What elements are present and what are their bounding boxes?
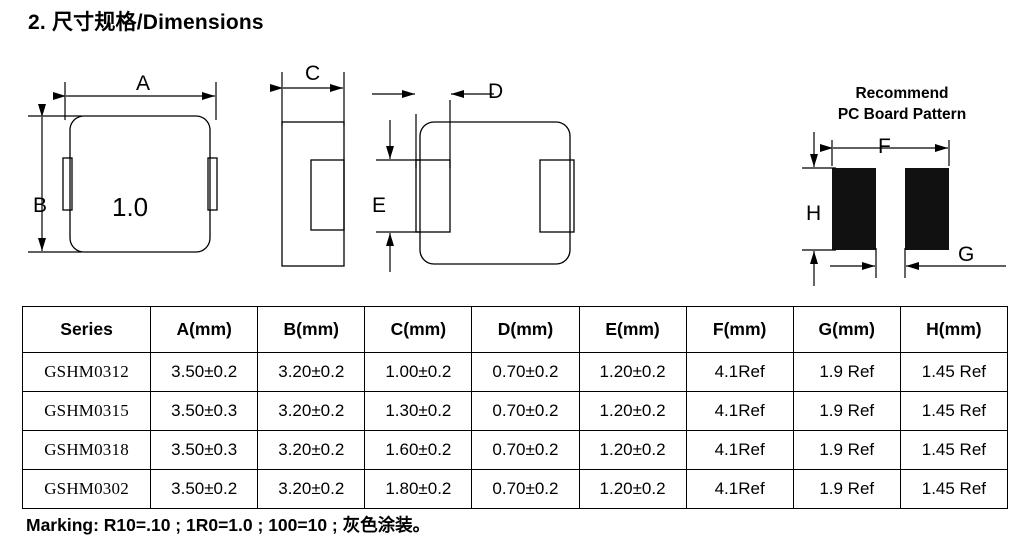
- cell-b: 3.20±0.2: [257, 391, 366, 431]
- cell-f: 4.1Ref: [685, 430, 794, 470]
- table-row: GSHM0302 3.50±0.2 3.20±0.2 1.80±0.2 0.70…: [21, 469, 1009, 509]
- cell-b: 3.20±0.2: [257, 469, 366, 509]
- pcb-pad-right: [905, 168, 949, 250]
- cell-g: 1.9 Ref: [792, 469, 901, 509]
- cell-f: 4.1Ref: [685, 391, 794, 431]
- col-header-c: C(mm): [364, 306, 473, 353]
- pcb-pattern-figure: [802, 132, 1006, 286]
- col-header-d: D(mm): [471, 306, 580, 353]
- dim-label-c: C: [305, 62, 321, 85]
- cell-series: GSHM0318: [21, 430, 152, 470]
- cell-a: 3.50±0.3: [150, 391, 259, 431]
- cell-e: 1.20±0.2: [578, 391, 687, 431]
- cell-c: 1.00±0.2: [364, 352, 473, 392]
- dim-label-g: G: [958, 243, 975, 266]
- pcb-pad-left: [832, 168, 876, 250]
- cell-f: 4.1Ref: [685, 469, 794, 509]
- table-row: GSHM0318 3.50±0.3 3.20±0.2 1.60±0.2 0.70…: [21, 430, 1009, 470]
- cell-d: 0.70±0.2: [471, 352, 580, 392]
- cell-c: 1.60±0.2: [364, 430, 473, 470]
- cell-e: 1.20±0.2: [578, 430, 687, 470]
- cell-series: GSHM0315: [21, 391, 152, 431]
- cell-c: 1.30±0.2: [364, 391, 473, 431]
- col-header-h: H(mm): [899, 306, 1009, 353]
- top-view-figure: [28, 82, 218, 253]
- table-row: GSHM0312 3.50±0.2 3.20±0.2 1.00±0.2 0.70…: [21, 352, 1009, 392]
- cell-h: 1.45 Ref: [899, 352, 1009, 392]
- side-view-figure: [270, 72, 345, 267]
- col-header-b: B(mm): [257, 306, 366, 353]
- col-header-series: Series: [21, 306, 152, 353]
- cell-e: 1.20±0.2: [578, 469, 687, 509]
- cell-h: 1.45 Ref: [899, 469, 1009, 509]
- dim-label-h: H: [806, 202, 822, 225]
- cell-b: 3.20±0.2: [257, 430, 366, 470]
- cell-series: GSHM0312: [21, 352, 152, 392]
- pcb-heading-line1: Recommend: [855, 85, 949, 102]
- cell-a: 3.50±0.2: [150, 469, 259, 509]
- dim-label-f: F: [878, 135, 891, 158]
- dim-label-b: B: [33, 194, 48, 217]
- page-title: 2. 尺寸规格/Dimensions: [28, 11, 264, 34]
- table-row: GSHM0315 3.50±0.3 3.20±0.2 1.30±0.2 0.70…: [21, 391, 1009, 431]
- cell-d: 0.70±0.2: [471, 430, 580, 470]
- dim-label-e: E: [372, 194, 387, 217]
- dim-label-d: D: [488, 80, 504, 103]
- dimensions-table: Series A(mm) B(mm) C(mm) D(mm) E(mm) F(m…: [21, 306, 1009, 509]
- cell-h: 1.45 Ref: [899, 391, 1009, 431]
- cell-a: 3.50±0.2: [150, 352, 259, 392]
- cell-c: 1.80±0.2: [364, 469, 473, 509]
- cell-e: 1.20±0.2: [578, 352, 687, 392]
- cell-h: 1.45 Ref: [899, 430, 1009, 470]
- cell-g: 1.9 Ref: [792, 352, 901, 392]
- col-header-g: G(mm): [792, 306, 901, 353]
- cell-b: 3.20±0.2: [257, 352, 366, 392]
- dim-label-a: A: [136, 72, 151, 95]
- cell-d: 0.70±0.2: [471, 391, 580, 431]
- bottom-view-figure: [372, 90, 575, 272]
- cell-series: GSHM0302: [21, 469, 152, 509]
- pcb-heading-line2: PC Board Pattern: [837, 105, 967, 123]
- cell-g: 1.9 Ref: [792, 391, 901, 431]
- cell-a: 3.50±0.3: [150, 430, 259, 470]
- pcb-pattern-heading: Recommend PC Board Pattern: [782, 84, 1022, 126]
- dimension-drawings: A B 1.0 C: [0, 48, 1028, 300]
- top-view-value-text: 1.0: [110, 192, 151, 222]
- col-header-f: F(mm): [685, 306, 794, 353]
- cell-g: 1.9 Ref: [792, 430, 901, 470]
- marking-note: Marking: R10=.10 ; 1R0=1.0 ; 100=10 ; 灰色…: [26, 515, 431, 535]
- cell-f: 4.1Ref: [685, 352, 794, 392]
- col-header-a: A(mm): [150, 306, 259, 353]
- cell-d: 0.70±0.2: [471, 469, 580, 509]
- table-header-row: Series A(mm) B(mm) C(mm) D(mm) E(mm) F(m…: [21, 306, 1009, 353]
- col-header-e: E(mm): [578, 306, 687, 353]
